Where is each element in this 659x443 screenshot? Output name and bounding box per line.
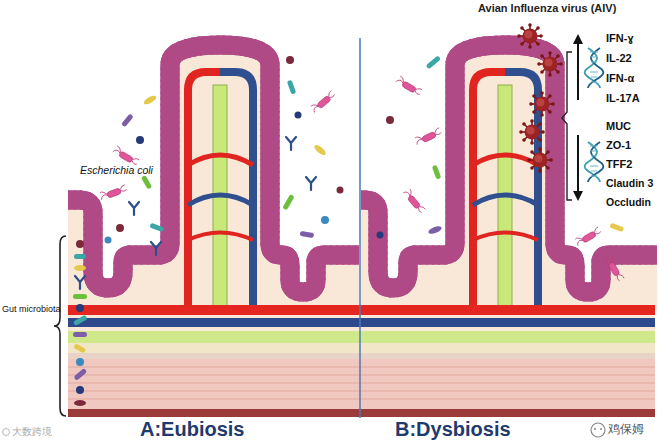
gene-label: IL-17A xyxy=(606,92,640,105)
gene-label: IL-22 xyxy=(606,52,632,65)
label-holder: Gut microbiota xyxy=(2,304,61,314)
label-holder: IL-17A xyxy=(606,92,640,105)
panel-title: A:Eubiosis xyxy=(140,418,244,441)
virus-label: Avian Influenza virus (AIV) xyxy=(478,2,616,15)
label-holder: Avian Influenza virus (AIV) xyxy=(478,2,616,15)
label-holder: TFF2 xyxy=(606,158,632,171)
gene-label: ZO-1 xyxy=(606,139,631,152)
label-holder: IFN-ɣ xyxy=(606,32,634,45)
label-holder: ZO-1 xyxy=(606,139,631,152)
label-holder: MUC xyxy=(606,120,631,133)
gene-label: IFN-ɣ xyxy=(606,32,634,45)
panel-title: B:Dysbiosis xyxy=(395,418,511,441)
gene-label: Claudin 3 xyxy=(606,177,653,189)
label-holder: Escherichia coli xyxy=(80,164,153,176)
label-holder: Claudin 3 xyxy=(606,177,653,189)
label-holder: IFN-α xyxy=(606,72,634,85)
label-holder: 鸡保姆 xyxy=(608,423,644,437)
gene-label: TFF2 xyxy=(606,158,632,171)
label-holder: 大数跨境 xyxy=(12,426,52,438)
gene-label: Occludin xyxy=(606,196,651,208)
species-label: Escherichia coli xyxy=(80,164,153,176)
watermark: 大数跨境 xyxy=(12,426,52,438)
gene-label: MUC xyxy=(606,120,631,133)
label-holder: B:Dysbiosis xyxy=(395,418,511,441)
gene-label: IFN-α xyxy=(606,72,634,85)
label-holder: IL-22 xyxy=(606,52,632,65)
label-holder: A:Eubiosis xyxy=(140,418,244,441)
watermark: 鸡保姆 xyxy=(608,423,644,437)
group-label: Gut microbiota xyxy=(2,304,61,314)
label-holder: Occludin xyxy=(606,196,651,208)
